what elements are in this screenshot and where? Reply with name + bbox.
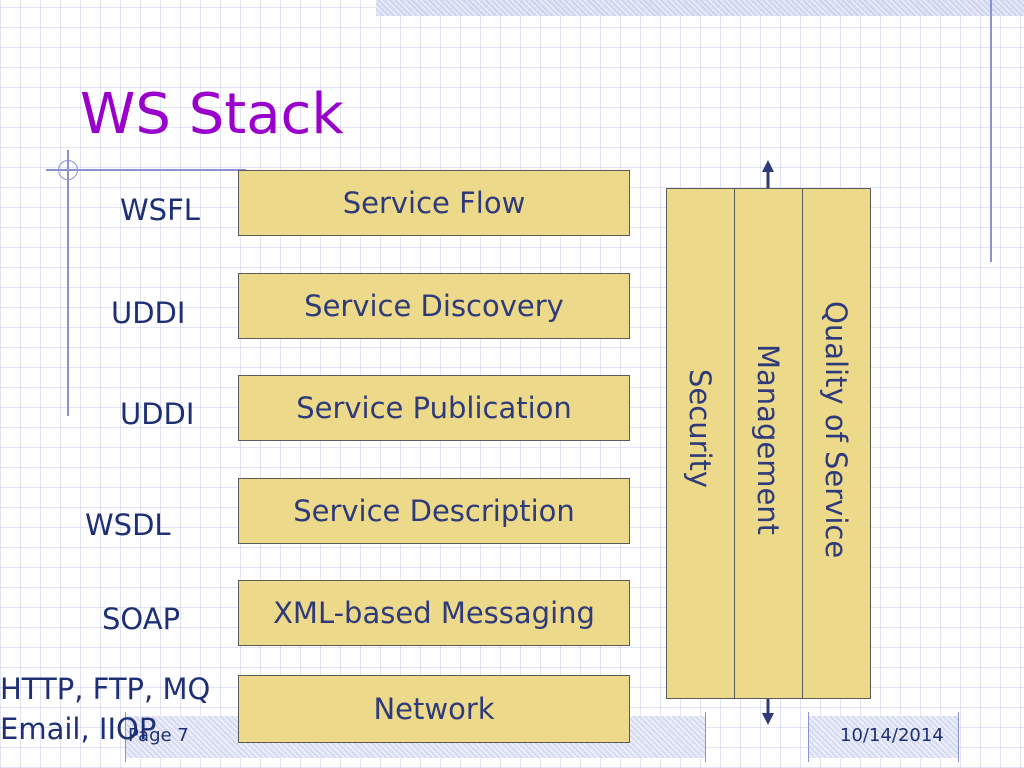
footer-bar-right [808, 716, 958, 758]
protocol-label-network-line2: Email, IIOP [0, 712, 157, 746]
footer-divider-right [808, 712, 809, 762]
layer-service-publication: Service Publication [238, 375, 630, 441]
protocol-label-network-line1: HTTP, FTP, MQ [0, 672, 211, 706]
decor-circle [58, 160, 78, 180]
protocol-label-uddi-publication: UDDI [120, 397, 195, 431]
vertical-label-quality: Quality of Service [819, 301, 853, 559]
layer-label: Service Publication [296, 391, 572, 425]
arrow-down-icon [762, 699, 774, 725]
layer-service-discovery: Service Discovery [238, 273, 630, 339]
slide-date: 10/14/2014 [840, 725, 944, 746]
vertical-label-security: Security [683, 369, 717, 489]
arrow-up-icon [762, 160, 774, 188]
vertical-layer-security: Security [666, 188, 736, 699]
vertical-label-management: Management [751, 344, 785, 536]
protocol-label-uddi-discovery: UDDI [111, 296, 186, 330]
layer-label: Service Description [293, 494, 575, 528]
layer-xml-messaging: XML-based Messaging [238, 580, 630, 646]
layer-service-description: Service Description [238, 478, 630, 544]
header-pattern-bar [376, 0, 1024, 16]
slide-title: WS Stack [80, 82, 344, 147]
layer-label: Network [373, 692, 495, 726]
protocol-label-wsfl: WSFL [120, 193, 200, 227]
decor-line-left-vertical [67, 150, 69, 416]
layer-label: Service Discovery [304, 289, 564, 323]
layer-network: Network [238, 675, 630, 743]
decor-line-top-right [990, 0, 992, 262]
layer-service-flow: Service Flow [238, 170, 630, 236]
layer-label: Service Flow [342, 186, 526, 220]
protocol-label-wsdl: WSDL [85, 508, 171, 542]
footer-divider-end [958, 712, 959, 762]
protocol-label-soap: SOAP [102, 602, 181, 636]
vertical-layer-quality-of-service: Quality of Service [802, 188, 871, 699]
decor-line-left-horizontal [46, 169, 246, 171]
page-number: Page 7 [128, 725, 189, 746]
footer-divider-left [125, 712, 126, 762]
vertical-layer-management: Management [734, 188, 804, 699]
footer-divider-mid [705, 712, 706, 762]
layer-label: XML-based Messaging [273, 596, 595, 630]
